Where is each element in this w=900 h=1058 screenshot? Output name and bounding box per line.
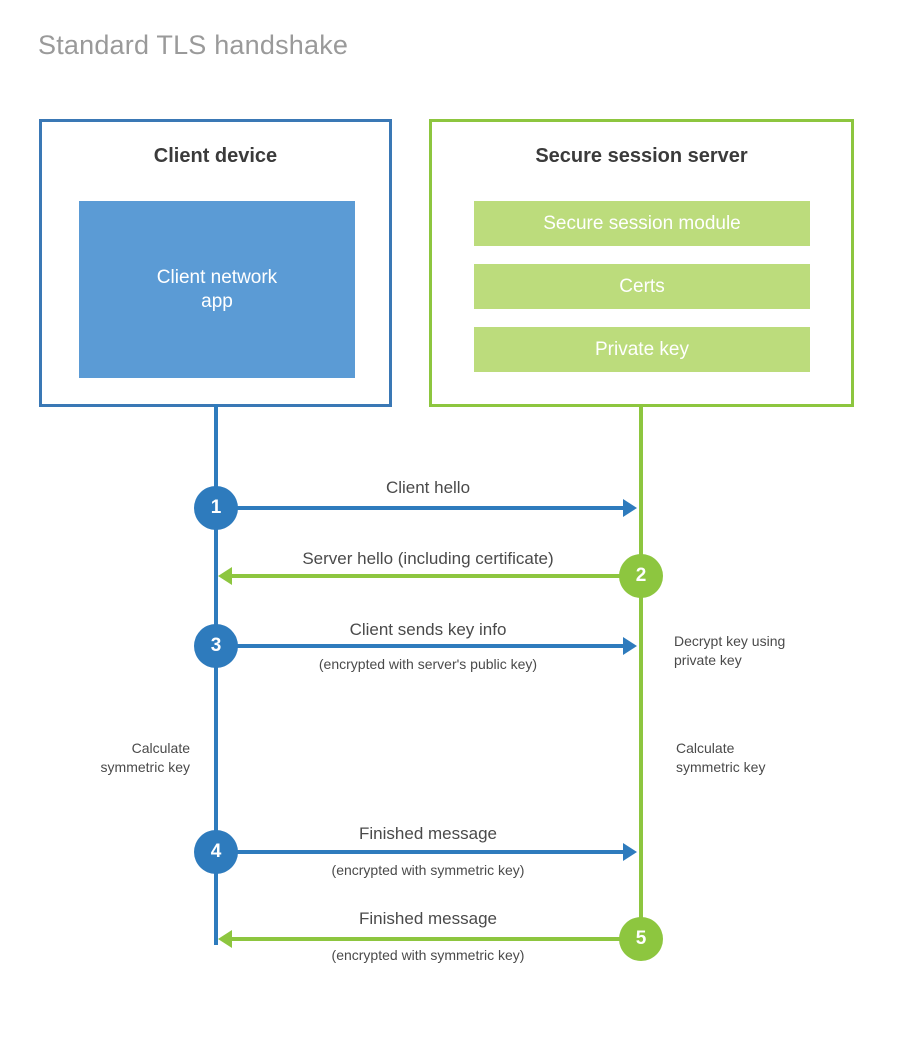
step-5-arrow-head-icon bbox=[218, 930, 232, 948]
step-3-secondary-label: (encrypted with server's public key) bbox=[318, 656, 538, 672]
step-1-arrow-head-icon bbox=[623, 499, 637, 517]
step-1-primary-label: Client hello bbox=[385, 478, 471, 497]
server-component-certs: Certs bbox=[474, 264, 810, 309]
step-3-arrow-head-icon bbox=[623, 637, 637, 655]
step-badge-2[interactable]: 2 bbox=[619, 554, 663, 598]
secure-session-server-title: Secure session server bbox=[535, 145, 748, 167]
note-calculate-symmetric-key-server: Calculate symmetric key bbox=[676, 740, 766, 775]
note-calculate-symmetric-key-client: Calculate symmetric key bbox=[100, 740, 190, 775]
step-3-primary-label: Client sends key info bbox=[349, 620, 507, 639]
client-device-title: Client device bbox=[153, 145, 278, 167]
step-4-arrow-line bbox=[216, 850, 623, 854]
step-4-arrow-head-icon bbox=[623, 843, 637, 861]
step-2-arrow-head-icon bbox=[218, 567, 232, 585]
step-4-primary-label: Finished message bbox=[359, 824, 497, 843]
secure-session-server-box: Secure session server Secure session mod… bbox=[429, 119, 854, 407]
client-device-box: Client device Client network app bbox=[39, 119, 392, 407]
client-lifeline bbox=[214, 404, 218, 945]
step-4-secondary-label: (encrypted with symmetric key) bbox=[331, 862, 525, 878]
step-3-arrow-line bbox=[216, 644, 623, 648]
page-title: Standard TLS handshake bbox=[38, 30, 349, 60]
step-2-arrow-line bbox=[232, 574, 639, 578]
server-component-secure-session-module: Secure session module bbox=[474, 201, 810, 246]
server-component-private-key: Private key bbox=[474, 327, 810, 372]
step-5-secondary-label: (encrypted with symmetric key) bbox=[331, 947, 525, 963]
step-badge-1[interactable]: 1 bbox=[194, 486, 238, 530]
note-decrypt-key: Decrypt key using private key bbox=[674, 633, 786, 668]
server-lifeline bbox=[639, 404, 643, 939]
step-5-primary-label: Finished message bbox=[359, 909, 497, 928]
step-2-primary-label: Server hello (including certificate) bbox=[302, 549, 554, 568]
step-badge-5[interactable]: 5 bbox=[619, 917, 663, 961]
step-badge-4[interactable]: 4 bbox=[194, 830, 238, 874]
step-5-arrow-line bbox=[232, 937, 639, 941]
step-badge-3[interactable]: 3 bbox=[194, 624, 238, 668]
client-network-app-block: Client network app bbox=[79, 201, 355, 378]
step-1-arrow-line bbox=[216, 506, 623, 510]
